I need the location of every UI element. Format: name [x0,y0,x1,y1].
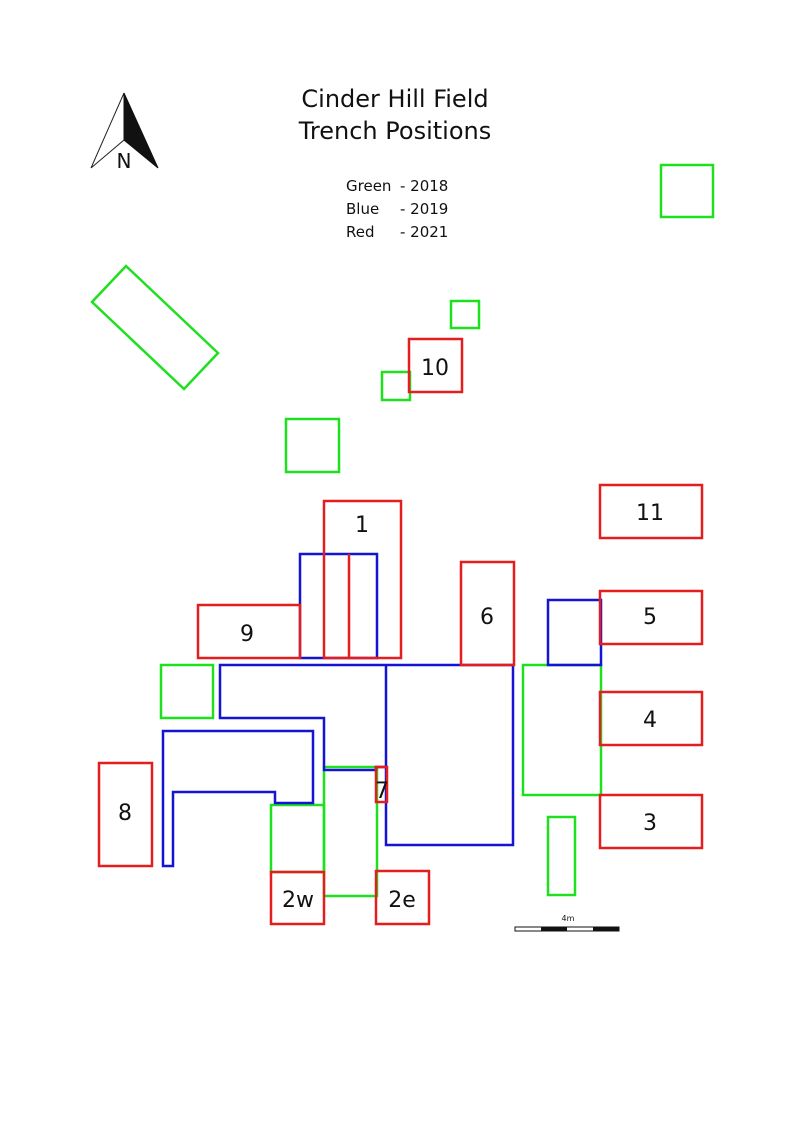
trench-2019-north [298,552,379,660]
trenches-2018 [90,163,715,898]
trench-label-1: 1 [355,513,369,538]
trench-5 [598,589,704,646]
scale-bar: 4m [514,914,620,932]
trench-label-3: 3 [643,811,657,836]
trench-7 [374,765,389,804]
legend-color-name: Blue [346,200,380,218]
legend-color-name: Green [346,177,392,195]
trench-label-6: 6 [480,605,494,630]
trench-11 [598,483,704,540]
legend-year: - 2019 [400,200,449,218]
trench-6 [459,560,516,667]
trench-label-7: 7 [375,779,389,804]
trench-9 [196,603,302,660]
legend-entry-green: Green - 2018 [346,175,448,198]
trench-2018-square [284,417,341,474]
legend-entry-red: Red - 2021 [346,221,448,244]
trench-2018-northeast [659,163,715,219]
trench-label-2e: 2e [388,888,416,913]
legend-year: - 2018 [400,177,449,195]
trench-2019-l-shape [161,729,315,868]
trench-8 [97,761,154,868]
trench-2018-west-square [159,663,215,720]
trench-4 [598,690,704,747]
trench-2018-east [521,663,603,797]
north-arrow-icon: N [90,92,159,173]
trench-label-8: 8 [118,801,132,826]
trench-2019-east-small [546,598,603,667]
trench-label-11: 11 [636,501,664,526]
trench-2e [374,869,431,926]
legend-entry-blue: Blue - 2019 [346,198,448,221]
map-title-line-1: Cinder Hill Field [301,85,489,113]
legend-year: - 2021 [400,223,449,241]
trench-2018-central-south [322,765,379,898]
trench-2018-small-west [380,370,412,402]
trenches-2019 [161,552,603,868]
trench-2018-diagonal [90,264,220,391]
scale-bar-label: 4m [562,914,575,923]
trench-2018-small-north [449,299,481,330]
trench-2018-south-west [269,803,326,874]
trench-label-10: 10 [421,356,449,381]
legend-color-name: Red [346,223,375,241]
trench-label-4: 4 [643,708,657,733]
trench-2019-central-complex [218,663,515,847]
trench-label-2w: 2w [282,888,314,913]
trench-3 [598,793,704,850]
trench-2w [269,870,326,926]
trench-2018-narrow-south [546,815,577,897]
trench-label-5: 5 [643,605,657,630]
north-label: N [117,149,132,173]
trench-1 [322,499,403,660]
trenches-2021 [97,337,704,926]
trench-labels: 10 11 1 6 5 9 4 7 8 3 2w 2e [118,356,664,913]
trench-10 [407,337,464,394]
trench-label-9: 9 [240,622,254,647]
map-title-line-2: Trench Positions [298,117,492,145]
